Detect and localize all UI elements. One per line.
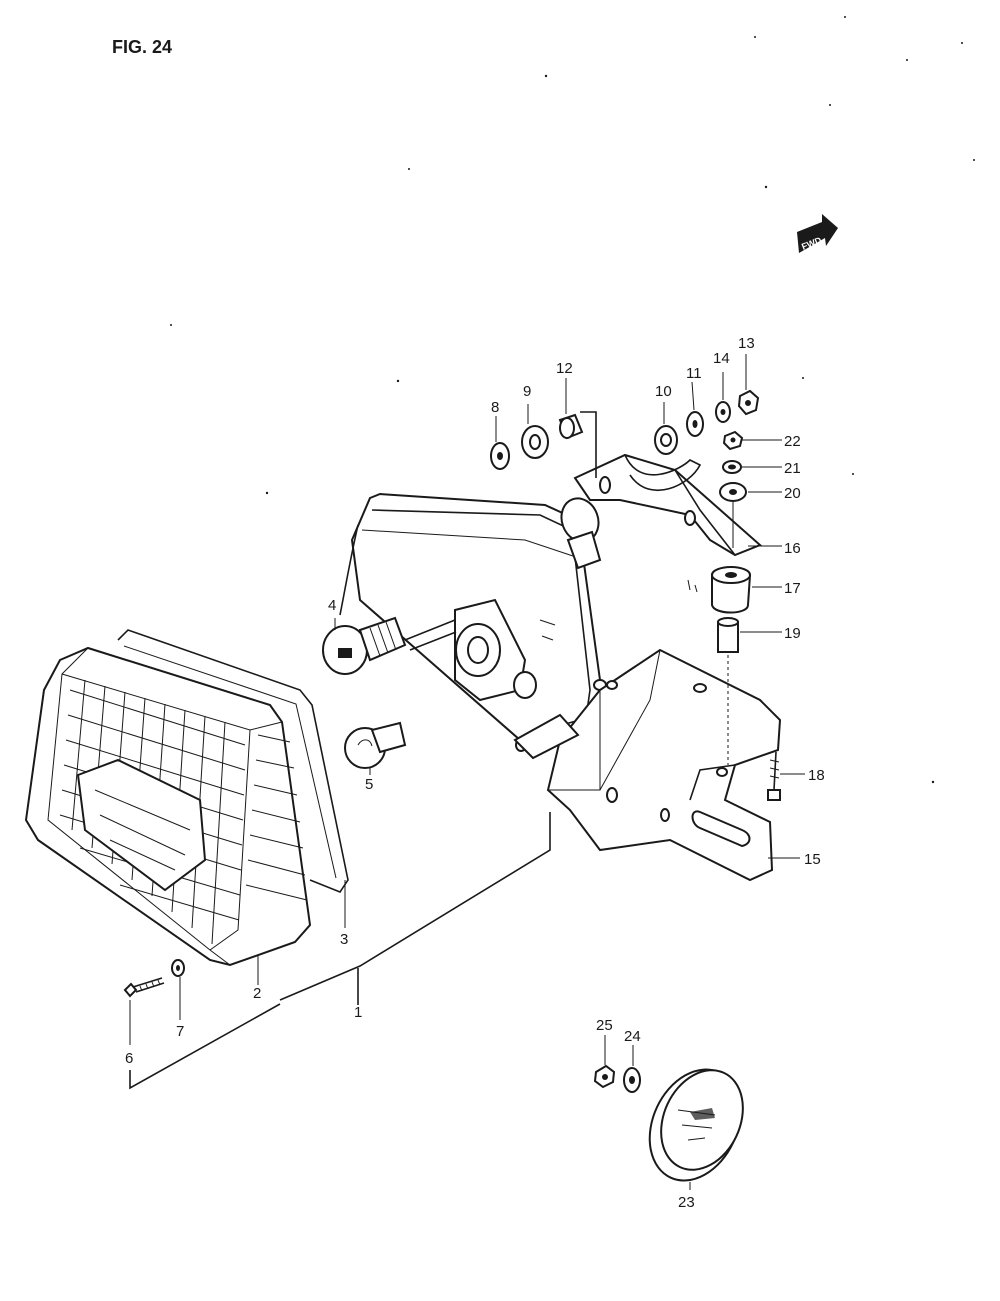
lens-screw (123, 977, 165, 998)
callout-25: 25 (596, 1017, 613, 1034)
gasket-outline (117, 629, 349, 893)
callout-13: 13 (738, 335, 755, 352)
callout-8: 8 (491, 399, 499, 416)
callout-19: 19 (784, 625, 801, 642)
callout-11: 11 (686, 365, 702, 382)
lens-washer (171, 959, 185, 977)
cushion-9 (521, 425, 549, 459)
callout-14: 14 (713, 350, 730, 367)
spacer-19 (717, 617, 739, 653)
washer-21 (722, 460, 742, 474)
upper-bracket (573, 453, 762, 557)
callout-7: 7 (176, 1023, 184, 1040)
callout-4: 4 (328, 597, 336, 614)
callout-18: 18 (808, 767, 825, 784)
license-bulb (344, 721, 407, 769)
nut-25 (593, 1064, 616, 1089)
figure-title: FIG. 24 (112, 37, 172, 57)
nut-13 (737, 389, 760, 416)
callout-3: 3 (340, 931, 348, 948)
callout-24: 24 (624, 1028, 641, 1045)
callout-22: 22 (784, 433, 801, 450)
spacer-12 (558, 413, 584, 440)
tail-stop-bulb (322, 616, 407, 675)
callout-labels: 1 2 3 4 5 6 7 8 9 10 11 12 13 14 15 16 1… (125, 335, 825, 1211)
callout-1: 1 (354, 1004, 362, 1021)
callout-5: 5 (365, 776, 373, 793)
washer-11 (686, 411, 704, 437)
tail-lamp-lens (24, 629, 349, 967)
callout-16: 16 (784, 540, 801, 557)
bolt-18 (767, 751, 781, 801)
callout-2: 2 (253, 985, 261, 1002)
nut-22 (722, 430, 744, 451)
callout-20: 20 (784, 485, 801, 502)
callout-12: 12 (556, 360, 573, 377)
callout-10: 10 (655, 383, 672, 400)
spacer-12-leader-bracket (580, 411, 597, 478)
washer-20 (719, 482, 747, 502)
callout-17: 17 (784, 580, 801, 597)
scan-noise (170, 16, 975, 784)
callout-15: 15 (804, 851, 821, 868)
leader-lines (129, 354, 805, 1190)
washer-24 (623, 1067, 641, 1093)
lamp-housing (339, 492, 607, 752)
lamp-bracket (513, 648, 782, 882)
callout-23: 23 (678, 1194, 695, 1211)
washer-8 (490, 442, 510, 470)
cushion-10 (654, 425, 678, 455)
callout-9: 9 (523, 383, 531, 400)
washer-14 (715, 401, 731, 423)
callout-6: 6 (125, 1050, 133, 1067)
cushion-17-shadow (687, 579, 698, 593)
callout-21: 21 (784, 460, 801, 477)
cushion-17 (711, 566, 752, 614)
reflector-23 (648, 1068, 744, 1182)
lens-inner-reflector (76, 758, 207, 892)
forward-direction-arrow: FWD (797, 214, 838, 253)
